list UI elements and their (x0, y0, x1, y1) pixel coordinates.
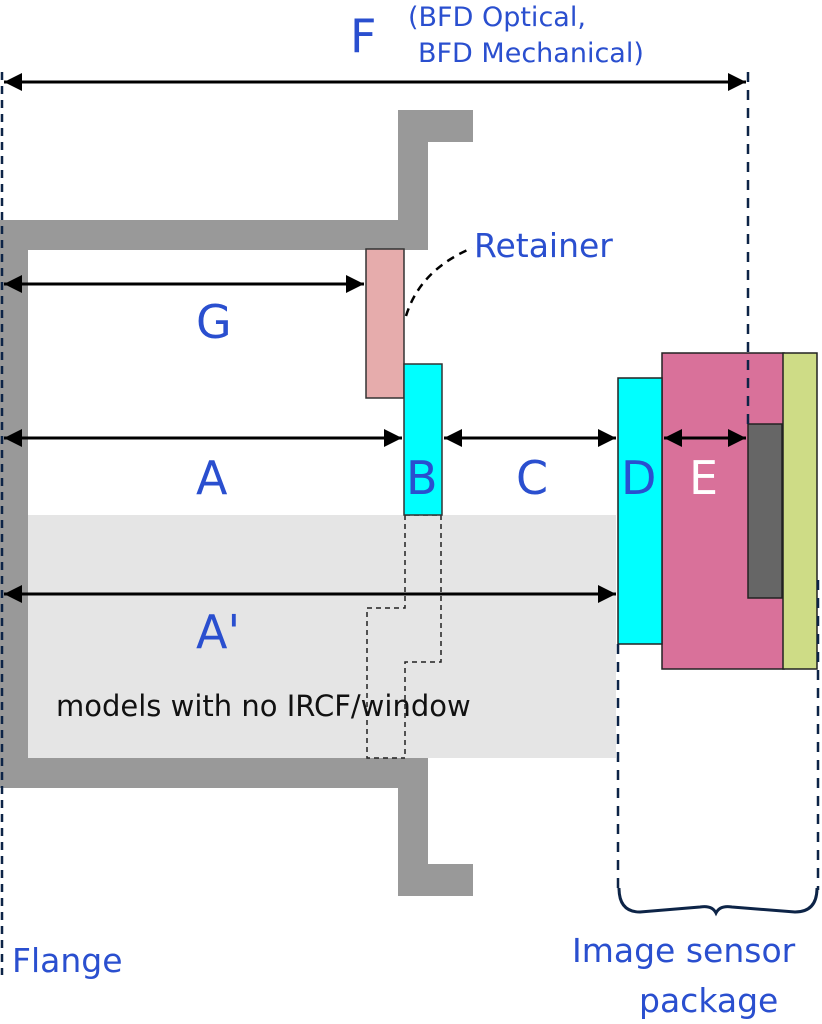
label-flange: Flange (12, 941, 123, 980)
ircf-b (403, 363, 443, 516)
label-a: A (196, 451, 228, 505)
label-d: D (621, 451, 656, 505)
label-sensor-line2: package (639, 981, 778, 1020)
cover-glass-d (617, 377, 663, 645)
retainer (365, 248, 405, 399)
label-retainer: Retainer (474, 226, 613, 265)
sensor-substrate (782, 352, 818, 670)
label-a-prime: A' (196, 605, 240, 659)
retainer-leader-line (404, 246, 473, 317)
label-f-note-line1: (BFD Optical, (408, 2, 586, 33)
label-sensor-line1: Image sensor (572, 931, 796, 970)
label-c: C (516, 451, 548, 505)
sensor-package-brace (617, 887, 819, 917)
label-f-note-line2: BFD Mechanical) (418, 38, 644, 69)
label-f: F (350, 9, 376, 63)
sensor-die (747, 423, 783, 599)
label-e: E (689, 451, 718, 505)
label-g: G (196, 295, 232, 349)
label-b: B (406, 451, 438, 505)
no-ircf-region (28, 515, 616, 758)
label-no-ircf-note: models with no IRCF/window (56, 689, 471, 723)
lens-mount-housing (0, 110, 473, 896)
